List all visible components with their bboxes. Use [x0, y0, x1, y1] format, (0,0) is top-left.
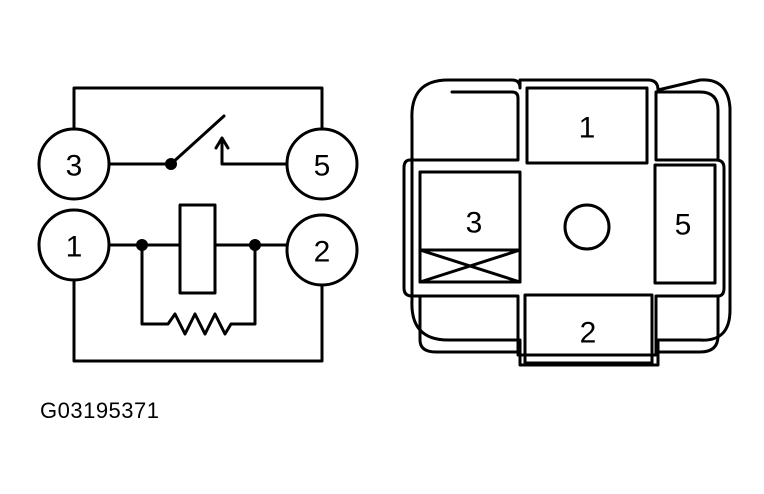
terminal-5-label: 5 — [675, 209, 692, 242]
terminal-2-label: 2 — [580, 317, 597, 350]
connector-housing-inner — [402, 90, 726, 357]
terminal-3-blocked-cross — [418, 248, 522, 284]
terminal-3-label: 3 — [466, 207, 483, 240]
pin-5-label: 5 — [314, 150, 331, 183]
pin-2-label: 2 — [314, 236, 331, 269]
pin-1-label: 1 — [66, 231, 83, 264]
pin-3-label: 3 — [66, 150, 83, 183]
terminal-1-cavity — [525, 86, 649, 165]
switch-contact — [214, 136, 230, 165]
terminal-5-cavity — [653, 163, 717, 285]
center-locating-hole — [563, 203, 611, 251]
pin-3: 3 — [37, 127, 111, 201]
terminal-2-cavity — [523, 293, 654, 365]
switch-pivot — [165, 158, 177, 170]
pin-1: 1 — [37, 208, 111, 282]
top-frame-wire — [72, 86, 324, 140]
switch-blade — [169, 114, 226, 166]
relay-schematic: 3 5 1 2 — [37, 86, 359, 363]
relay-coil — [178, 203, 217, 295]
pin-5: 5 — [285, 127, 359, 201]
figure-id-caption: G03195371 — [40, 398, 160, 423]
connector-housing-outer — [410, 78, 732, 367]
connector-housing-lower — [418, 294, 720, 354]
bottom-frame-wire — [72, 280, 324, 363]
terminal-1-label: 1 — [579, 112, 596, 145]
relay-connector: 1 3 5 2 — [402, 78, 732, 367]
resistor-branch — [140, 243, 257, 336]
pin-2: 2 — [285, 213, 359, 287]
